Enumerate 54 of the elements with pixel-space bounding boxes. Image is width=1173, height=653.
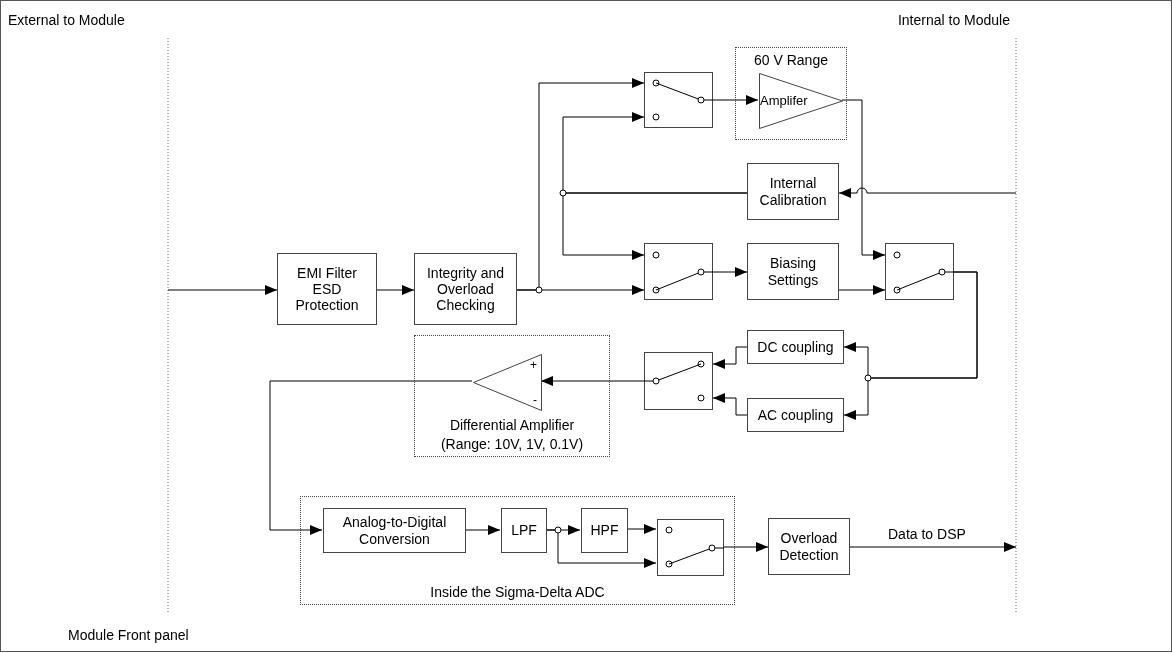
process-box [747,163,839,220]
connector-arrow [167,285,278,295]
edge-label: Data to DSP [888,526,966,542]
group-title: Inside the Sigma-Delta ADC [429,583,606,602]
process-box [501,508,547,553]
connector-arrow [464,525,501,535]
process-box [747,398,844,432]
connector-arrow [545,529,657,568]
block-label: LPF [510,522,538,539]
block-label: Overload Detection [778,530,840,563]
process-box [581,508,628,553]
connector-arrow [269,380,473,535]
block-label: HPF [589,522,620,539]
connector-arrow [540,376,645,386]
region-label: External to Module [8,12,125,28]
connector-arrow [838,187,1017,198]
block-label: Amplifer [760,93,808,108]
dotted-group-frame [414,335,610,457]
connector-arrow [562,192,748,260]
region-label: Internal to Module [897,12,1010,28]
connector-arrow [376,285,415,295]
process-box [414,253,517,325]
region-label: Module Front panel [68,627,189,643]
input-sign: - [533,394,537,406]
group-title: Differential Amplifier (Range: 10V, 1V, 0.1V) [439,416,585,454]
connector-arrow [516,285,645,295]
block-label: Internal Calibration [758,175,828,208]
amplifier-triangle [759,73,843,129]
connector-arrow [838,285,886,295]
input-sign: + [530,359,537,371]
connector-arrow [712,393,748,416]
block-label: DC coupling [756,338,835,356]
amplifier-triangle [473,354,542,411]
process-box [323,508,466,553]
connector-arrow [712,95,759,105]
connector-arrow [712,267,748,277]
process-box [277,253,377,325]
dotted-group-frame [300,496,735,605]
connector-arrow [841,99,886,260]
process-box [768,518,850,575]
connector-arrow [722,542,769,552]
block-label: Biasing Settings [766,255,820,288]
block-label: EMI Filter ESD Protection [294,264,360,314]
connector-arrow [712,346,748,369]
process-box [747,243,839,300]
dotted-group-frame [735,47,847,140]
connector-arrow [849,542,1017,552]
block-label: Analog-to-Digital Conversion [341,514,448,547]
block-label: Integrity and Overload Checking [425,264,506,314]
process-box [747,330,844,364]
block-label: AC coupling [756,406,835,424]
connector-arrow [843,271,978,420]
connector-arrow [626,524,657,534]
group-title: 60 V Range [753,51,829,70]
